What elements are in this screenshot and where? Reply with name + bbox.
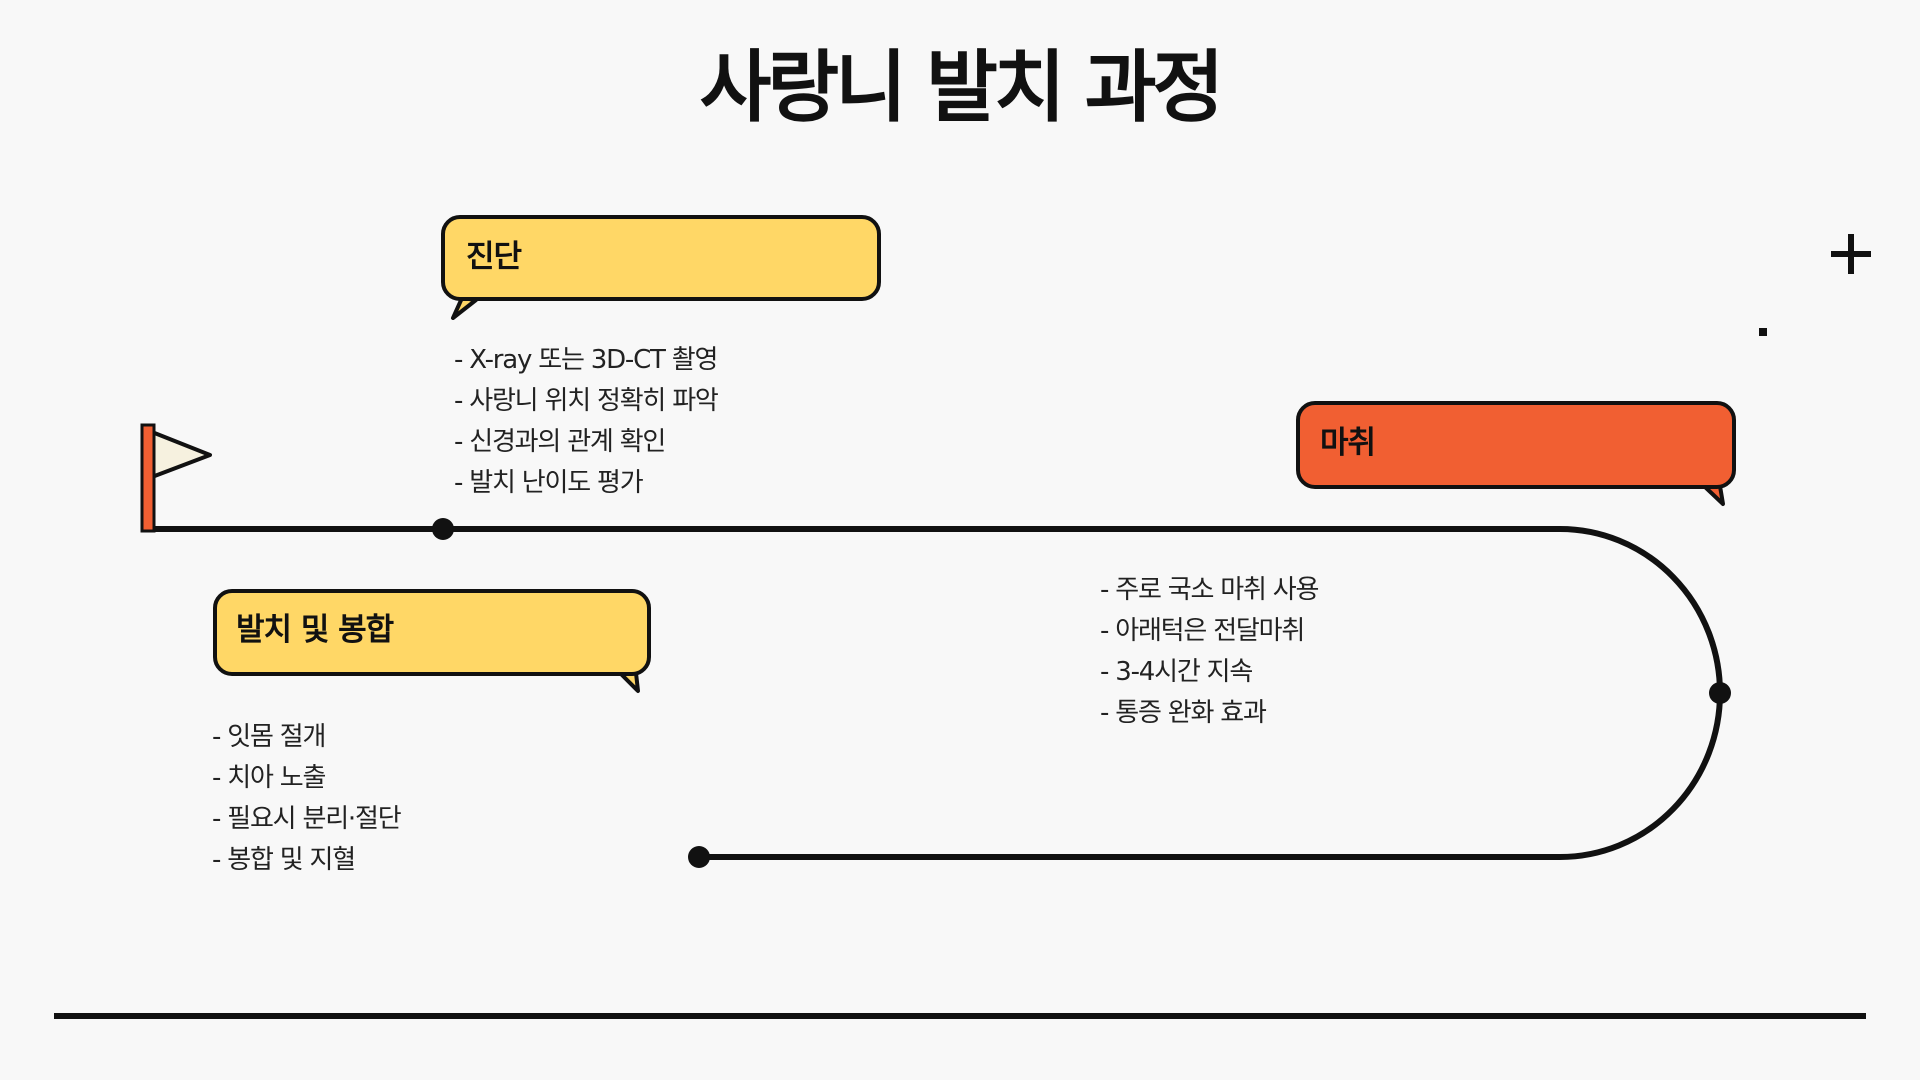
step-heading-extraction: 발치 및 봉합 bbox=[236, 612, 394, 648]
list-item: - 주로 국소 마취 사용 bbox=[1100, 575, 1319, 605]
timeline-node-anesthesia bbox=[1709, 682, 1731, 704]
step-bubble-diagnosis bbox=[441, 215, 881, 320]
timeline-node-extraction bbox=[688, 846, 710, 868]
step-details-anesthesia: - 주로 국소 마취 사용 - 아래턱은 전달마취 - 3-4시간 지속 - 통… bbox=[1100, 570, 1319, 734]
step-details-extraction: - 잇몸 절개 - 치아 노출 - 필요시 분리·절단 - 봉합 및 지혈 bbox=[212, 717, 402, 881]
list-item: - 치아 노출 bbox=[212, 763, 326, 793]
list-item: - X-ray 또는 3D-CT 촬영 bbox=[454, 345, 718, 375]
list-item: - 3-4시간 지속 bbox=[1100, 657, 1253, 687]
step-details-diagnosis: - X-ray 또는 3D-CT 촬영 - 사랑니 위치 정확히 파악 - 신경… bbox=[454, 340, 719, 504]
list-item: - 필요시 분리·절단 bbox=[212, 804, 402, 834]
plus-icon bbox=[1831, 234, 1871, 274]
dot-decoration bbox=[1759, 328, 1767, 336]
list-item: - 아래턱은 전달마취 bbox=[1100, 616, 1305, 646]
step-bubble-anesthesia bbox=[1296, 401, 1736, 506]
list-item: - 통증 완화 효과 bbox=[1100, 698, 1267, 728]
timeline-node-diagnosis bbox=[432, 518, 454, 540]
list-item: - 봉합 및 지혈 bbox=[212, 845, 356, 875]
step-heading-anesthesia: 마취 bbox=[1320, 425, 1376, 461]
flag-icon bbox=[140, 423, 212, 533]
step-bubble-extraction bbox=[213, 589, 651, 693]
bottom-divider bbox=[54, 1013, 1866, 1019]
list-item: - 발치 난이도 평가 bbox=[454, 468, 644, 498]
step-heading-diagnosis: 진단 bbox=[466, 239, 522, 275]
page-title: 사랑니 발치 과정 bbox=[699, 43, 1225, 133]
list-item: - 신경과의 관계 확인 bbox=[454, 427, 666, 457]
list-item: - 사랑니 위치 정확히 파악 bbox=[454, 386, 719, 416]
list-item: - 잇몸 절개 bbox=[212, 722, 326, 752]
